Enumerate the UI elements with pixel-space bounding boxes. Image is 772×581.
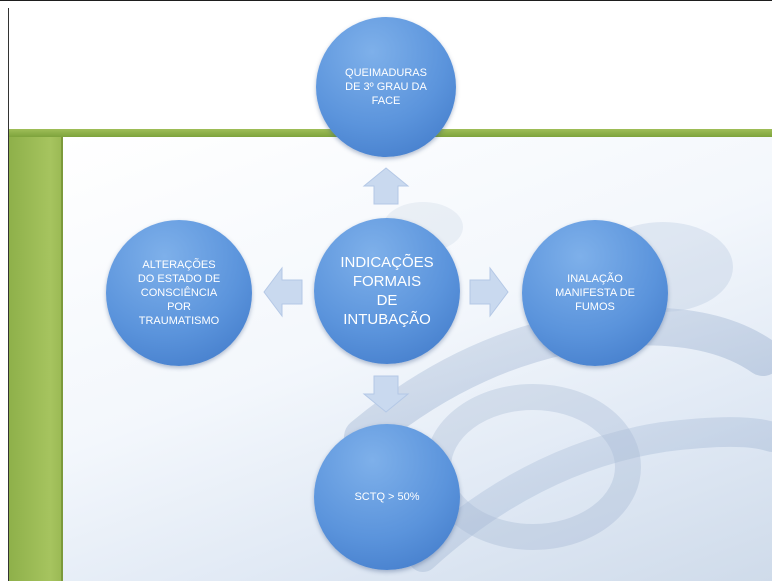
green-sidebar-bar <box>9 137 63 581</box>
stethoscope-watermark <box>344 202 772 572</box>
arrow-left-icon <box>263 266 303 318</box>
node-bottom: SCTQ > 50% <box>314 424 460 570</box>
node-right-line-1: INALAÇÃO <box>567 273 623 285</box>
node-center: INDICAÇÕES FORMAIS DE INTUBAÇÃO <box>314 218 460 364</box>
node-left-line-5: TRAUMATISMO <box>138 315 220 327</box>
node-right-line-2: MANIFESTA DE <box>555 287 635 299</box>
node-right-line-3: FUMOS <box>575 301 615 313</box>
frame-top-line <box>0 0 772 1</box>
node-left: ALTERAÇÕES DO ESTADO DE CONSCIÊNCIA POR … <box>106 220 252 366</box>
node-top-line-2: DE 3º GRAU DA <box>345 81 427 93</box>
arrow-right-icon <box>469 266 509 318</box>
node-center-line-3: DE <box>376 292 398 309</box>
arrow-down-icon <box>362 375 410 413</box>
node-right: INALAÇÃO MANIFESTA DE FUMOS <box>522 220 668 366</box>
node-top-line-3: FACE <box>371 95 401 107</box>
node-center-line-2: FORMAIS <box>352 273 422 290</box>
node-bottom-line-1: SCTQ > 50% <box>354 491 420 503</box>
node-top-line-1: QUEIMADURAS <box>345 67 427 79</box>
arrow-up-icon <box>362 167 410 205</box>
node-left-line-3: CONSCIÊNCIA <box>140 287 218 299</box>
node-left-line-1: ALTERAÇÕES <box>142 259 216 271</box>
node-left-line-4: POR <box>167 301 191 313</box>
node-left-line-2: DO ESTADO DE <box>137 273 221 285</box>
node-center-line-4: INTUBAÇÃO <box>343 311 431 328</box>
frame-left-line <box>8 8 9 581</box>
node-top: QUEIMADURAS DE 3º GRAU DA FACE <box>316 17 456 157</box>
node-center-line-1: INDICAÇÕES <box>340 254 434 271</box>
